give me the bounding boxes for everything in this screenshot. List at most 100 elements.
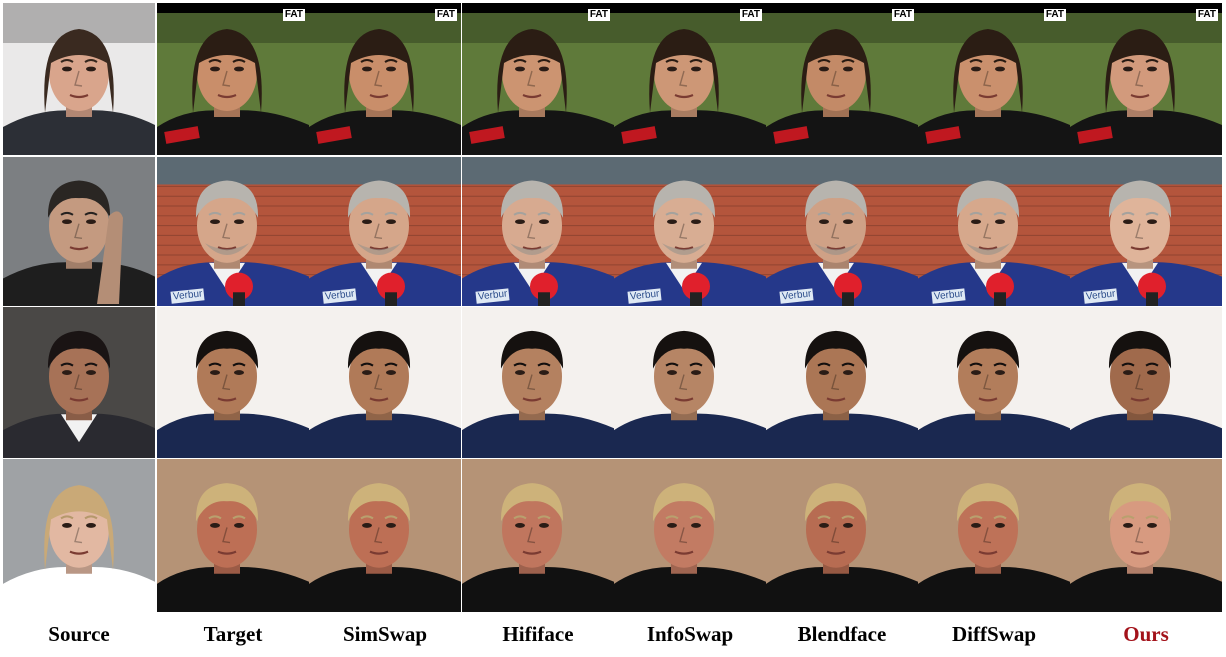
- row-3-infoswap-image: [614, 307, 766, 458]
- hair: [956, 180, 1020, 218]
- row-1-blendface-image: FAT: [766, 3, 918, 155]
- clothing: [1070, 110, 1222, 155]
- row-3-ours-image: [1070, 307, 1222, 458]
- row-3-blendface-image: [766, 307, 918, 458]
- row-2-ours-image: Verbur: [1070, 157, 1222, 306]
- clothing: [462, 413, 614, 458]
- clothing: [462, 110, 614, 155]
- row-3-target-portrait: [157, 307, 309, 458]
- row-1-target-portrait: [157, 3, 309, 155]
- hair: [500, 330, 564, 369]
- hair: [500, 180, 564, 218]
- row-2-simswap-image: Verbur: [309, 157, 461, 306]
- row-4-target-image: [157, 459, 309, 612]
- row-4-ours-image: [1070, 459, 1222, 612]
- hair: [652, 180, 716, 218]
- row-1-blendface-portrait: [766, 3, 918, 155]
- clothing: [462, 566, 614, 612]
- row-1-ours-image: FAT: [1070, 3, 1222, 155]
- hair: [47, 330, 111, 369]
- label-diffswap: DiffSwap: [951, 622, 1036, 646]
- clothing: [1070, 566, 1222, 612]
- row-3-hififace-portrait: [462, 307, 614, 458]
- clothing: [614, 110, 766, 155]
- label-infoswap: InfoSwap: [646, 622, 734, 646]
- row-4-blendface-portrait: [766, 459, 918, 612]
- hand: [97, 211, 123, 305]
- row-2-target-portrait: [157, 157, 309, 306]
- microphone: [377, 272, 405, 301]
- hair: [192, 29, 262, 113]
- clothing: [766, 110, 918, 155]
- hair: [1108, 483, 1172, 522]
- hair: [347, 180, 411, 218]
- clothing: [918, 413, 1070, 458]
- channel-watermark-badge: FAT: [282, 9, 305, 21]
- clothing: [157, 566, 309, 612]
- microphone: [834, 272, 862, 301]
- row-1-ours-portrait: [1070, 3, 1222, 155]
- hair: [652, 483, 716, 522]
- channel-watermark-badge: FAT: [891, 9, 914, 21]
- row-3-target-image: [157, 307, 309, 458]
- hair: [500, 483, 564, 522]
- channel-watermark-badge: FAT: [434, 9, 457, 21]
- row-2-diffswap-image: Verbur: [918, 157, 1070, 306]
- row-2-target-image: Verbur: [157, 157, 309, 306]
- clothing: [766, 413, 918, 458]
- hair: [47, 180, 111, 218]
- clothing: [918, 566, 1070, 612]
- row-2-hififace-image: Verbur: [462, 157, 614, 306]
- row-4-ours-portrait: [1070, 459, 1222, 612]
- row-1-diffswap-portrait: [918, 3, 1070, 155]
- hair: [44, 485, 114, 570]
- row-4-diffswap-image: [918, 459, 1070, 612]
- row-2-simswap-portrait: [309, 157, 461, 306]
- hair: [195, 483, 259, 522]
- row-2-blendface-image: Verbur: [766, 157, 918, 306]
- hair: [195, 180, 259, 218]
- row-3-simswap-portrait: [309, 307, 461, 458]
- hair: [44, 29, 114, 113]
- label-simswap: SimSwap: [342, 622, 428, 646]
- hair: [1108, 330, 1172, 369]
- row-3-diffswap-portrait: [918, 307, 1070, 458]
- hair: [804, 180, 868, 218]
- clothing: [614, 413, 766, 458]
- channel-watermark-badge: FAT: [1195, 9, 1218, 21]
- row-4-diffswap-portrait: [918, 459, 1070, 612]
- row-3-hififace-image: [462, 307, 614, 458]
- microphone: [225, 272, 253, 301]
- clothing: [1070, 413, 1222, 458]
- row-1-hififace-image: FAT: [462, 3, 614, 155]
- row-4-infoswap-image: [614, 459, 766, 612]
- row-4-infoswap-portrait: [614, 459, 766, 612]
- microphone: [986, 272, 1014, 301]
- row-3-diffswap-image: [918, 307, 1070, 458]
- row-1-source-image: [3, 3, 155, 155]
- clothing: [3, 566, 155, 612]
- row-1-diffswap-image: FAT: [918, 3, 1070, 155]
- row-4-simswap-image: [309, 459, 461, 612]
- channel-watermark-badge: FAT: [739, 9, 762, 21]
- clothing: [766, 566, 918, 612]
- hair: [497, 29, 567, 113]
- hair: [344, 29, 414, 113]
- microphone: [682, 272, 710, 301]
- row-1-simswap-image: FAT: [309, 3, 461, 155]
- row-2-ours-portrait: [1070, 157, 1222, 306]
- label-target: Target: [203, 622, 263, 646]
- hair: [804, 483, 868, 522]
- row-3-blendface-portrait: [766, 307, 918, 458]
- row-3-infoswap-portrait: [614, 307, 766, 458]
- clothing: [157, 110, 309, 155]
- row-3-source-portrait: [3, 307, 155, 458]
- row-3-ours-portrait: [1070, 307, 1222, 458]
- label-ours: Ours: [1123, 622, 1169, 646]
- hair: [956, 330, 1020, 369]
- row-4-blendface-image: [766, 459, 918, 612]
- row-2-infoswap-portrait: [614, 157, 766, 306]
- hair: [956, 483, 1020, 522]
- row-2-source-image: [3, 157, 155, 306]
- hair: [652, 330, 716, 369]
